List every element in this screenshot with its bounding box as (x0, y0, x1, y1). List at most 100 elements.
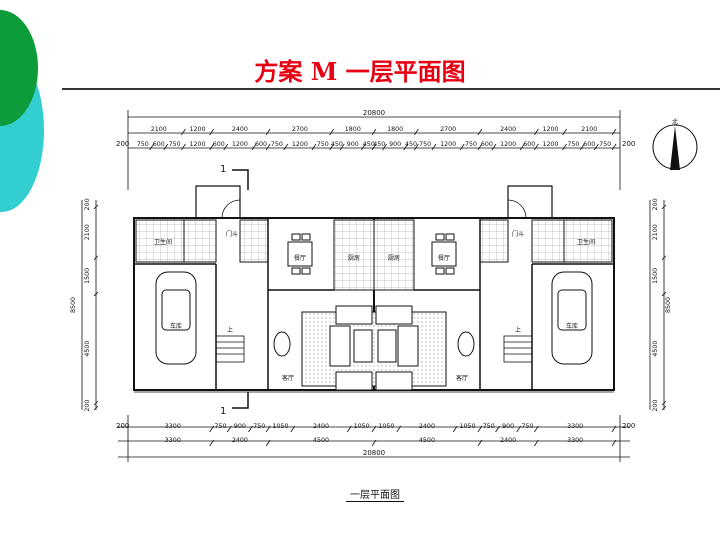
tick-top-row2-17 (459, 143, 465, 151)
label-up-left: 上 (227, 326, 233, 334)
dim-top-row2-9: 750 (317, 141, 329, 148)
tick-top-row1-3 (329, 128, 334, 136)
dim-bottom-row2-2: 4500 (313, 437, 329, 444)
dim-top-row1-1: 1200 (190, 126, 206, 133)
slide-decoration (0, 10, 44, 212)
dim-left-vertical-0: 200 (84, 198, 91, 210)
tick-bottom-row2-3 (477, 439, 483, 447)
dim-top-row2-12: 450 (363, 141, 375, 148)
tick-top-row2-1 (163, 143, 169, 151)
tick-left-vertical-4 (93, 405, 99, 411)
dim-bottom-row2-3: 4500 (419, 437, 435, 444)
dim-top-row2-5: 1200 (232, 141, 248, 148)
dim-top-row2-6: 600 (255, 141, 267, 148)
dim-top-row2-13: 450 (373, 141, 385, 148)
tick-bottom-row1-0 (209, 425, 214, 433)
tick-left-vertical-2 (93, 291, 99, 297)
dim-top-row2-8: 1200 (292, 141, 308, 148)
dim-right-vertical-1: 2100 (652, 224, 659, 240)
section-markers (232, 169, 249, 409)
dim-top-row2-7: 750 (271, 141, 283, 148)
tick-left-vertical-1 (93, 255, 99, 261)
tick-top-row1-5 (414, 128, 419, 136)
section-mark-top: 1 (220, 164, 226, 175)
dim-bottom-row1-11: 900 (502, 423, 514, 430)
dim-side-right-bottom: 200 (622, 422, 635, 430)
tick-top-row2-11 (361, 143, 366, 151)
tick-bottom-row1-2 (248, 425, 253, 433)
label-up-right: 上 (515, 326, 521, 334)
label-living-left: 客厅 (282, 374, 294, 382)
label-garage-left: 车库 (170, 322, 182, 330)
label-dining-left: 餐厅 (294, 254, 306, 262)
tick-left-vertical-0 (93, 204, 99, 210)
tick-right-vertical-2 (661, 291, 667, 297)
label-foyer-left: 门斗 (226, 230, 238, 238)
dim-bottom-row1-3: 750 (253, 423, 265, 430)
dim-top-row2-14: 900 (389, 141, 401, 148)
tick-top-row2-22 (562, 143, 567, 151)
tick-bottom-row1-6 (371, 425, 377, 433)
tick-bottom-row1-7 (396, 425, 402, 433)
dim-top-row2-0: 750 (137, 141, 149, 148)
label-kitchen-right: 厨房 (388, 254, 400, 262)
dim-top-row1-9: 2100 (581, 126, 597, 133)
dim-top-row2-1: 600 (153, 141, 165, 148)
dim-left-vertical-3: 4500 (84, 341, 91, 357)
dim-right-vertical-0: 200 (652, 198, 659, 210)
tick-top-row1-9 (611, 128, 617, 136)
dim-bottom-row2-5: 3300 (567, 437, 583, 444)
tick-bottom-row2-0 (209, 439, 214, 447)
dim-bottom-row1-0: 3300 (165, 423, 181, 430)
tick-top-row2-12 (371, 143, 377, 151)
dim-top-row2-16: 750 (419, 141, 431, 148)
tick-top-row1-2 (265, 128, 271, 136)
tick-top-row2-14 (403, 143, 409, 151)
dim-top-row2-19: 600 (481, 141, 493, 148)
tick-bottom-row1-9 (477, 425, 483, 433)
tick-right-vertical-3 (661, 400, 667, 406)
dim-bottom-row1-6: 1050 (354, 423, 370, 430)
dim-top-row1-3: 2700 (292, 126, 308, 133)
dim-top-row2-18: 750 (465, 141, 477, 148)
dim-bottom-row2-0: 3300 (165, 437, 181, 444)
north-label: 北 (672, 118, 678, 126)
label-kitchen-left: 厨房 (348, 254, 360, 262)
tick-right-vertical-1 (661, 255, 667, 261)
tick-bottom-row1-1 (226, 425, 232, 433)
dim-top-row1-0: 2100 (151, 126, 167, 133)
dim-bottom-row1-2: 900 (234, 423, 246, 430)
dim-right-vertical-3: 4500 (652, 341, 659, 357)
dim-side-left-bottom: 200 (116, 422, 129, 430)
dim-right-vertical-2: 1500 (652, 268, 659, 284)
tick-bottom-row1-8 (452, 425, 458, 433)
tick-bottom-row2-5 (611, 439, 617, 447)
dim-top-row2-2: 750 (169, 141, 181, 148)
dim-bottom-row1-12: 750 (522, 423, 534, 430)
tick-top-row2-21 (534, 143, 539, 151)
tick-top-row1-0 (181, 128, 186, 136)
dim-top-row2-24: 600 (583, 141, 595, 148)
tick-top-row1-6 (477, 128, 483, 136)
tick-top-row2-18 (477, 143, 483, 151)
tick-bottom-row2-4 (534, 439, 539, 447)
tick-top-row2-0 (149, 143, 154, 151)
dim-bottom-row1-5: 2400 (313, 423, 329, 430)
tick-top-row2-13 (382, 143, 387, 151)
label-garage-right: 车库 (566, 322, 578, 330)
dim-overall-top: 20800 (363, 109, 385, 117)
dim-left-vertical-2: 1500 (84, 268, 91, 284)
dim-bottom-row1-10: 750 (483, 423, 495, 430)
dim-top-row2-17: 1200 (440, 141, 456, 148)
dimension-ticks (93, 128, 667, 447)
tick-top-row2-20 (519, 143, 525, 151)
tick-bottom-row1-5 (346, 425, 352, 433)
tick-right-vertical-0 (661, 204, 667, 210)
tick-top-row2-19 (491, 143, 497, 151)
dim-top-row2-22: 1200 (542, 141, 558, 148)
dim-top-row1-5: 1800 (387, 126, 403, 133)
tick-bottom-row1-12 (534, 425, 539, 433)
dim-top-row1-8: 1200 (542, 126, 558, 133)
tick-top-row2-4 (223, 143, 229, 151)
